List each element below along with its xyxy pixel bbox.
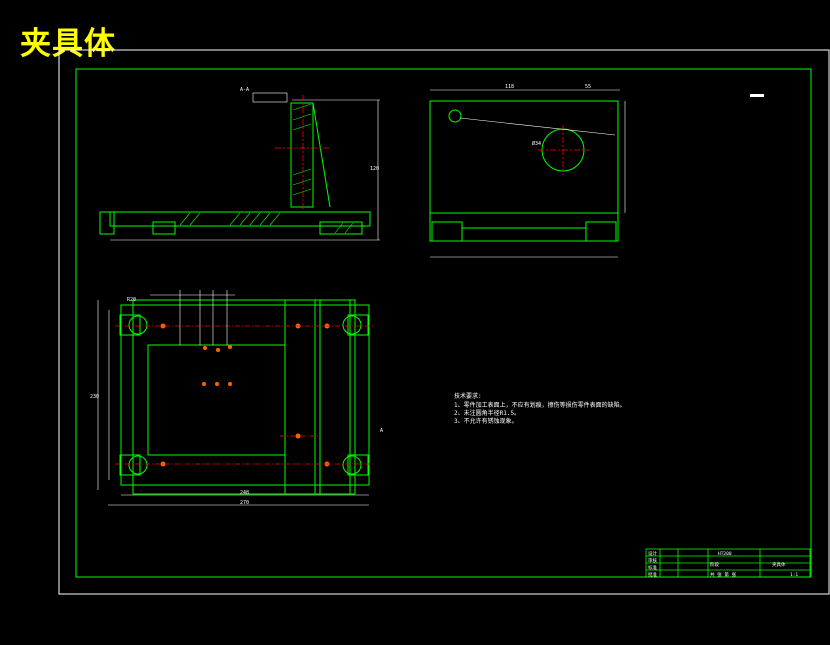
tech-item-2: 2、未注圆角半径R1.5。 [454, 409, 520, 417]
dim-55: 55 [585, 84, 591, 90]
tb-ratio: 1:1 [790, 572, 798, 578]
inner-frame [75, 68, 812, 578]
tech-heading: 技术要求: [454, 392, 482, 400]
plan-view [119, 299, 370, 495]
tb-code: HT200 [718, 551, 732, 557]
tb-row-4: 批准 [648, 571, 657, 578]
plan-centerlines [115, 325, 375, 465]
dim-height: 230 [90, 394, 99, 400]
tech-item-3: 3、不允许有锈蚀现象。 [454, 417, 518, 425]
side-view [429, 100, 619, 242]
section-marker: A [380, 428, 383, 434]
drawing-title: 夹具体 [20, 26, 116, 62]
dim-inner-width: 248 [240, 490, 249, 496]
tb-sheet: 共 张 第 张 [710, 571, 737, 578]
dim-r20: R20 [127, 297, 136, 303]
hole-markers [160, 323, 330, 467]
dim-118: 118 [505, 84, 514, 90]
section-view [99, 92, 380, 241]
tb-org: 阶段 [710, 561, 719, 568]
dim-overall-width: 270 [240, 500, 249, 506]
dim-circle: Ø34 [532, 140, 541, 147]
tech-item-1: 1、零件加工表面上，不应有划痕，擦伤等损伤零件表面的缺陷。 [454, 401, 626, 409]
tb-row-2: 审核 [648, 557, 657, 564]
title-block [645, 548, 811, 578]
tb-name: 夹具体 [772, 561, 786, 568]
view-label: A-A [240, 87, 249, 93]
tb-row-3: 标准 [648, 564, 657, 571]
side-view-dims [430, 89, 626, 258]
tb-row-1: 设计 [648, 550, 657, 557]
small-label [750, 94, 764, 97]
dim-side-height: 120 [370, 166, 379, 172]
outer-frame [58, 49, 830, 595]
tech-requirements: 技术要求: 1、零件加工表面上，不应有划痕，擦伤等损伤零件表面的缺陷。 2、未注… [454, 392, 626, 425]
plan-dims [97, 290, 369, 506]
